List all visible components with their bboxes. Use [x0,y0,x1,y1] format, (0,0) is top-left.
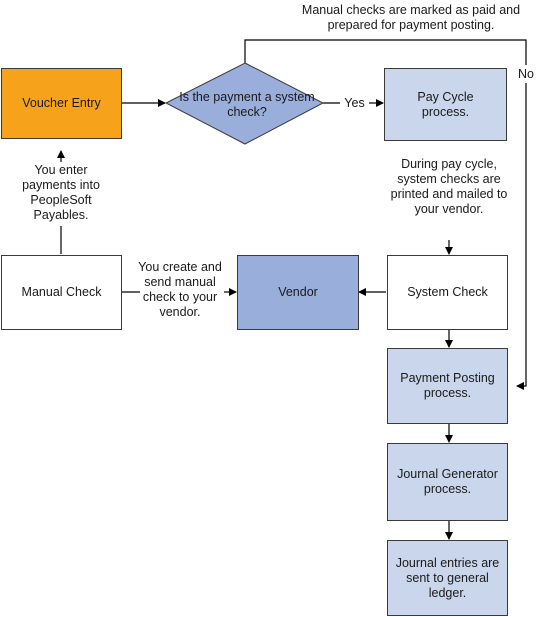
pay-cycle-box: Pay Cycle process. [384,68,507,141]
edge-no-to-payment-posting [516,83,527,390]
manual-paid-note: Manual checks are marked as paid and pre… [301,3,521,32]
journal-generator-box: Journal Generator process. [387,443,508,521]
decision-diamond [164,62,325,145]
pay-cycle-note: During pay cycle, system checks are prin… [390,157,508,216]
system-check-box: System Check [387,255,508,330]
pay-cycle-label: Pay Cycle process. [417,89,474,119]
journal-entries-box: Journal entries are sent to general ledg… [387,540,508,616]
vendor-label: Vendor [278,285,318,299]
create-send-note: You create and send manual check to your… [138,260,222,319]
payment-posting-label: Payment Posting process. [400,371,495,400]
manual-check-box: Manual Check [1,255,122,330]
journal-generator-label: Journal Generator process. [397,467,498,496]
payment-posting-box: Payment Posting process. [387,348,508,424]
vendor-box: Vendor [237,255,359,330]
yes-label: Yes [340,96,369,111]
no-label: No [515,67,537,82]
voucher-entry-label: Voucher Entry [22,96,101,110]
journal-entries-label: Journal entries are sent to general ledg… [395,555,500,600]
enter-payments-note: You enter payments into PeopleSoft Payab… [22,163,100,222]
edge-decision-no-route [244,39,527,65]
voucher-entry-box: Voucher Entry [1,68,122,139]
manual-check-label: Manual Check [21,285,102,299]
decision-label: Is the payment a system check? [179,90,315,119]
system-check-label: System Check [407,285,488,299]
